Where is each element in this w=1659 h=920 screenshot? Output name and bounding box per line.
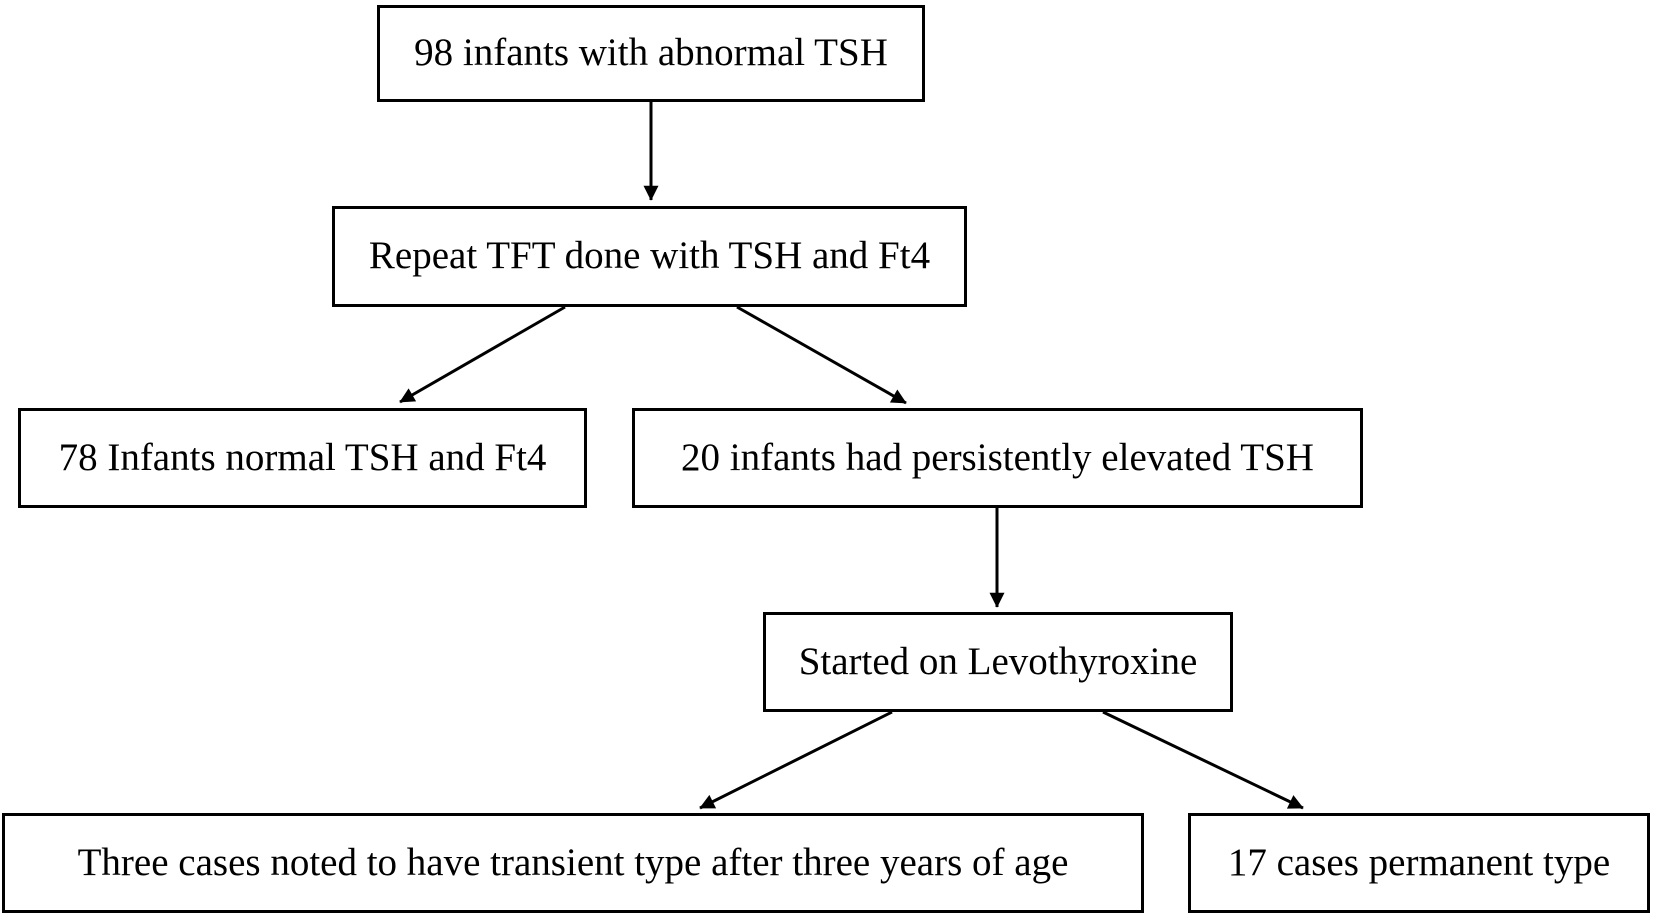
arrow-repeat-to-elevated (736, 305, 907, 405)
node-normal-tsh: 78 Infants normal TSH and Ft4 (18, 408, 587, 508)
node-abnormal-tsh: 98 infants with abnormal TSH (377, 5, 925, 102)
node-transient: Three cases noted to have transient type… (2, 813, 1144, 913)
node-abnormal-tsh-label: 98 infants with abnormal TSH (414, 31, 888, 75)
node-elevated-tsh-label: 20 infants had persistently elevated TSH (681, 435, 1314, 479)
node-levothyroxine-label: Started on Levothyroxine (798, 639, 1198, 683)
node-permanent-label: 17 cases permanent type (1227, 840, 1611, 884)
arrow-repeat-to-normal (399, 305, 566, 404)
arrow-levothyroxine-to-transient (699, 710, 893, 810)
node-repeat-tft: Repeat TFT done with TSH and Ft4 (332, 206, 967, 307)
arrow-levothyroxine-to-permanent (1102, 710, 1304, 810)
node-repeat-tft-label: Repeat TFT done with TSH and Ft4 (368, 234, 931, 278)
node-normal-tsh-label: 78 Infants normal TSH and Ft4 (58, 435, 547, 479)
node-transient-label: Three cases noted to have transient type… (77, 840, 1069, 884)
node-permanent: 17 cases permanent type (1188, 813, 1650, 913)
node-elevated-tsh: 20 infants had persistently elevated TSH (632, 408, 1363, 508)
node-levothyroxine: Started on Levothyroxine (763, 612, 1233, 712)
